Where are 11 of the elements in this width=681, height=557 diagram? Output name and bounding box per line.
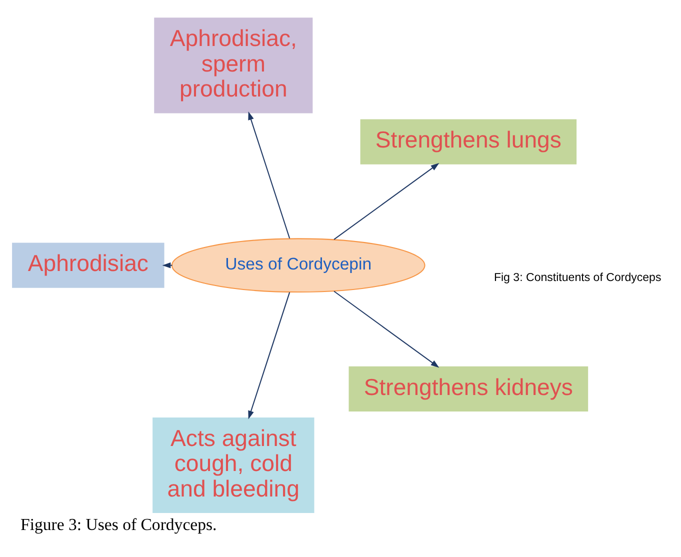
node-box: Strengthens lungs xyxy=(360,118,577,164)
node-box: Acts against cough, cold and bleeding xyxy=(152,417,314,513)
arrow xyxy=(334,290,440,368)
node-box: Aphrodisiac, sperm production xyxy=(154,17,313,113)
node-box: Aphrodisiac xyxy=(12,242,164,288)
label: Fig 3: Constituents of Cordyceps xyxy=(494,271,662,284)
arrow xyxy=(248,292,290,419)
node-box: Strengthens kidneys xyxy=(348,366,588,411)
arrow xyxy=(334,162,440,240)
caption: Figure 3: Uses of Cordyceps. xyxy=(20,514,217,534)
arrow xyxy=(248,111,290,238)
